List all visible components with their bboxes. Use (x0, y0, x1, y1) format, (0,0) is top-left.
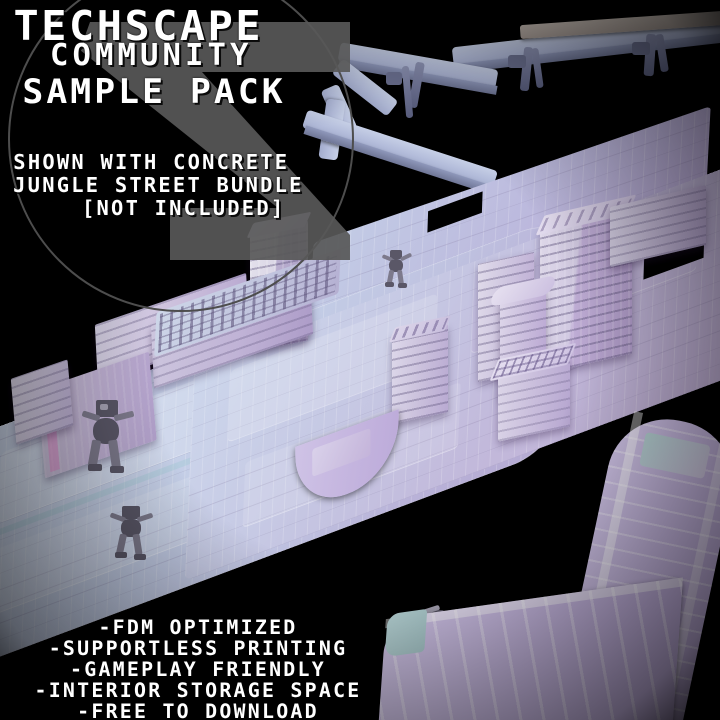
mech-walker-large (80, 400, 138, 474)
subtitle-line1: SHOWN WITH CONCRETE (13, 150, 290, 174)
page-title-line2: COMMUNITY (50, 38, 253, 73)
mech-walker-small (109, 506, 156, 562)
feature-item-2: -SUPPORTLESS PRINTING (48, 637, 348, 660)
highway-pier (643, 33, 657, 77)
feature-item-1: -FDM OPTIMIZED (98, 616, 298, 639)
feature-item-4: -INTERIOR STORAGE SPACE (34, 679, 362, 702)
feature-item-5: -FREE TO DOWNLOAD (77, 700, 319, 720)
page-title-line1: TECHSCAPE (13, 2, 264, 50)
subtitle-line2: JUNGLE STREET BUNDLE (13, 173, 304, 197)
subtitle-line3: [NOT INCLUDED] (82, 196, 286, 220)
feature-item-3: -GAMEPLAY FRIENDLY (70, 658, 326, 681)
mech-walker-board (381, 250, 413, 288)
page-title-line3: SAMPLE PACK (22, 72, 286, 112)
